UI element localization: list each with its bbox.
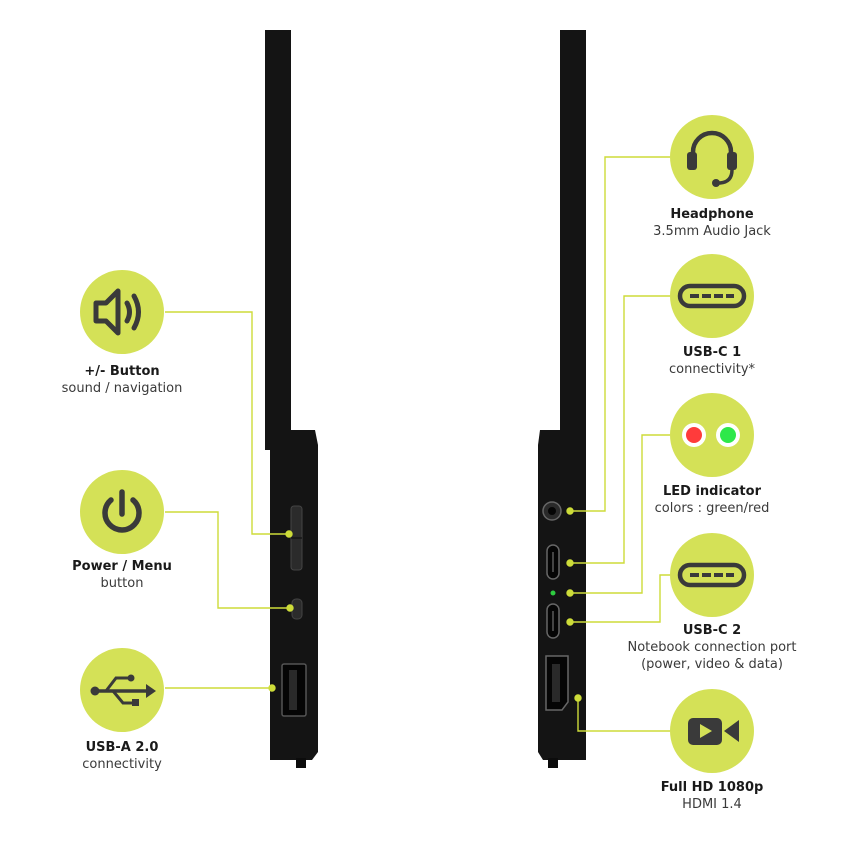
- usb-c2-label: USB-C 2 Notebook connection port (power,…: [628, 622, 797, 673]
- usb-c1-circle: [670, 254, 754, 338]
- video-camera-icon: [688, 718, 739, 745]
- usb-c1-subtitle: connectivity*: [668, 362, 756, 377]
- led-circle: [670, 393, 754, 477]
- volume-subtitle: sound / navigation: [61, 381, 183, 396]
- left-callout-lines: [165, 311, 294, 692]
- power-icon: [102, 489, 142, 533]
- led-label: LED indicator colors : green/red: [655, 483, 770, 517]
- usb-c2-title: USB-C 2: [682, 623, 742, 638]
- led-title: LED indicator: [662, 484, 761, 499]
- headphone-subtitle: 3.5mm Audio Jack: [653, 224, 771, 239]
- usb-c1-title: USB-C 1: [682, 345, 742, 360]
- headphone-circle: [670, 115, 754, 199]
- hdmi-subtitle: HDMI 1.4: [682, 797, 742, 812]
- usb-c-port-icon: [677, 283, 747, 309]
- power-label: Power / Menu button: [72, 558, 172, 592]
- hdmi-title: Full HD 1080p: [660, 780, 764, 795]
- hdmi-label: Full HD 1080p HDMI 1.4: [661, 779, 764, 813]
- volume-title: +/- Button: [84, 364, 160, 379]
- usb-c-port-icon: [677, 562, 747, 588]
- usb-a-subtitle: connectivity: [82, 757, 162, 772]
- headphone-label: Headphone 3.5mm Audio Jack: [653, 206, 771, 240]
- speaker-icon: [93, 288, 141, 336]
- power-subtitle: button: [100, 576, 144, 591]
- usb-c1-label: USB-C 1 connectivity*: [669, 344, 755, 378]
- left-monitor-side: [265, 30, 318, 768]
- usb-c2-circle: [670, 533, 754, 617]
- usb-a-title: USB-A 2.0: [85, 740, 159, 755]
- usb-c2-subtitle-2: (power, video & data): [641, 657, 783, 672]
- headphone-icon: [687, 130, 737, 187]
- volume-circle: [80, 270, 164, 354]
- headphone-title: Headphone: [670, 207, 754, 222]
- right-monitor-side: [538, 30, 586, 768]
- led-light: [550, 590, 556, 596]
- volume-label: +/- Button sound / navigation: [62, 363, 183, 397]
- usb-icon: [90, 674, 156, 706]
- right-callout-lines: [566, 156, 670, 732]
- led-icon: [682, 423, 740, 447]
- usb-c2-subtitle: Notebook connection port: [627, 640, 797, 655]
- usb-a-label: USB-A 2.0 connectivity: [82, 739, 162, 773]
- power-title: Power / Menu: [72, 559, 172, 574]
- led-subtitle: colors : green/red: [654, 501, 770, 516]
